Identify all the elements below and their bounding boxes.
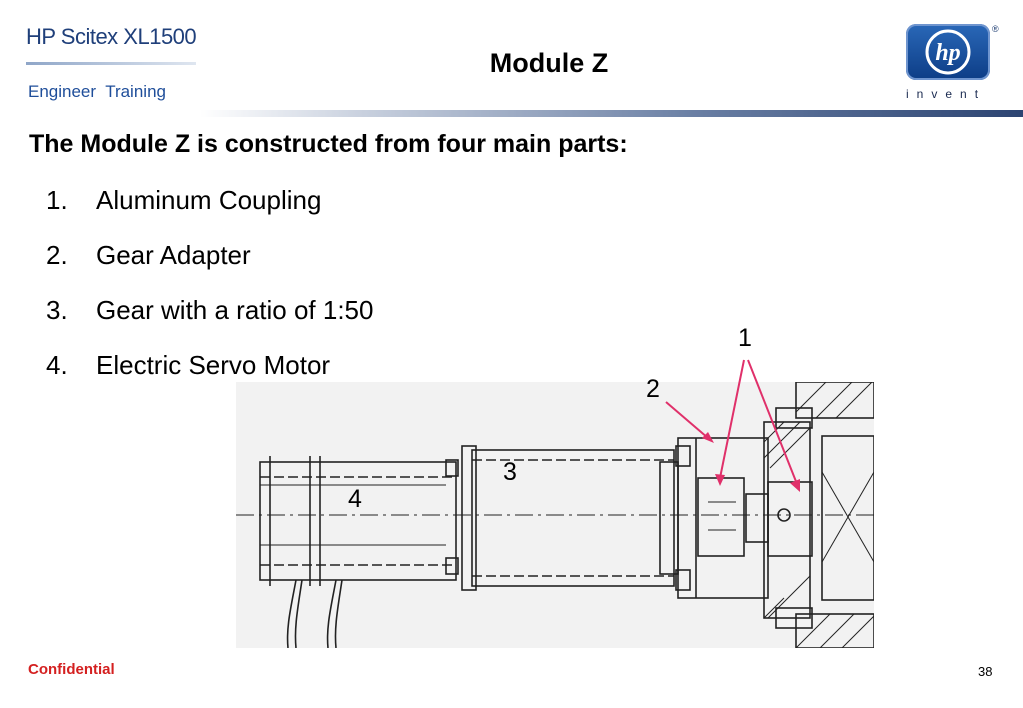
item-label: Gear with a ratio of 1:50 xyxy=(96,295,374,325)
parts-list: 1. Aluminum Coupling 2. Gear Adapter 3. Gea… xyxy=(46,185,373,405)
item-label: Aluminum Coupling xyxy=(96,185,322,215)
list-item: 2. Gear Adapter xyxy=(46,240,373,295)
callout-label-3: 3 xyxy=(503,458,517,486)
registered-mark: ® xyxy=(992,24,999,34)
item-number: 3. xyxy=(46,295,68,325)
logo-tagline: invent xyxy=(906,87,987,101)
technical-drawing-svg xyxy=(236,381,875,649)
item-label: Gear Adapter xyxy=(96,240,251,270)
hp-logo: hp xyxy=(906,24,990,80)
brand-subtitle: Engineer Training xyxy=(28,82,166,101)
content-heading: The Module Z is constructed from four ma… xyxy=(29,130,628,158)
list-item: 3. Gear with a ratio of 1:50 xyxy=(46,295,373,350)
brand-rule xyxy=(26,62,196,65)
callout-label-1: 1 xyxy=(738,324,752,352)
confidential-label: Confidential xyxy=(28,661,115,678)
callout-label-4: 4 xyxy=(348,485,362,513)
module-z-drawing xyxy=(236,381,875,649)
item-number: 4. xyxy=(46,350,68,380)
item-number: 2. xyxy=(46,240,68,270)
item-number: 1. xyxy=(46,185,68,215)
list-item: 1. Aluminum Coupling xyxy=(46,185,373,240)
hp-logo-icon: hp xyxy=(925,29,971,75)
brand-title: HP Scitex XL1500 xyxy=(26,24,197,49)
header-bar xyxy=(200,110,1023,117)
list-item: 4. Electric Servo Motor xyxy=(46,350,373,405)
page-title: Module Z xyxy=(489,48,609,78)
page-number: 38 xyxy=(978,664,993,679)
hp-logo-text: hp xyxy=(935,40,960,66)
callout-label-2: 2 xyxy=(646,375,660,403)
item-label: Electric Servo Motor xyxy=(96,350,331,380)
